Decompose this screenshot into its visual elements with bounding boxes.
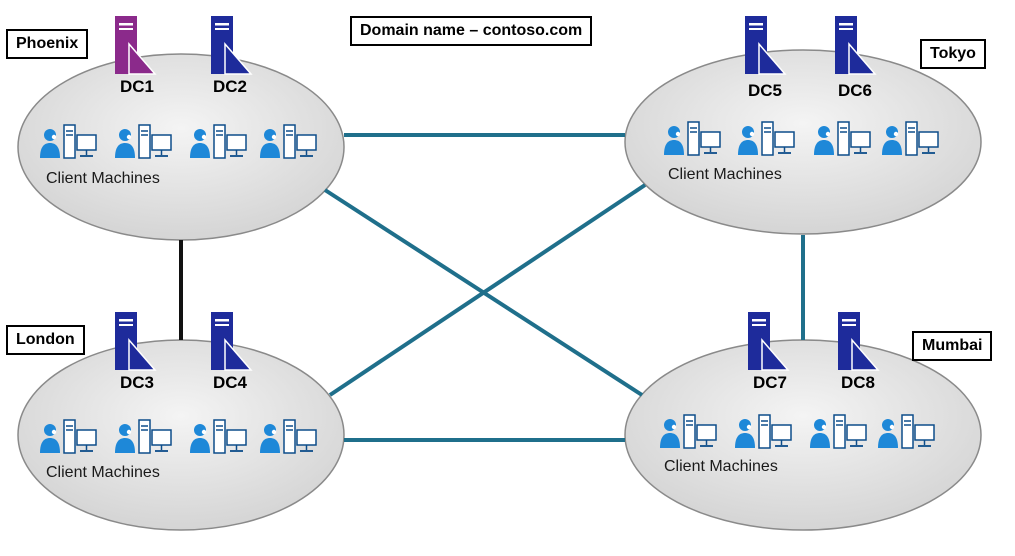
site-label-tokyo: Tokyo (920, 39, 986, 69)
client-workstation-icon (40, 124, 97, 159)
client-workstation-icon (660, 414, 717, 449)
server-icon (115, 16, 157, 75)
site-tokyo (624, 49, 982, 235)
server-icon (211, 16, 253, 75)
server-icon (211, 312, 253, 371)
server-icon (745, 16, 787, 75)
site-label-london: London (6, 325, 85, 355)
dc-label-dc6: DC6 (837, 81, 872, 100)
client-workstation-icon (878, 414, 935, 449)
client-workstation-icon (260, 419, 317, 454)
client-workstation-icon (810, 414, 867, 449)
dc-label-dc2: DC2 (212, 77, 247, 96)
client-machines-label-tokyo: Client Machines (668, 166, 782, 183)
client-workstation-icon (115, 419, 172, 454)
client-workstation-icon (882, 121, 939, 156)
dc-label-dc3: DC3 (119, 373, 154, 392)
client-machines-label-london: Client Machines (46, 464, 160, 481)
client-workstation-icon (664, 121, 721, 156)
server-icon (835, 16, 877, 75)
client-workstation-icon (190, 124, 247, 159)
client-machines-label-phoenix: Client Machines (46, 170, 160, 187)
domain-name-title: Domain name – contoso.com (350, 16, 593, 46)
dc-label-dc1: DC1 (119, 77, 154, 96)
client-workstation-icon (40, 419, 97, 454)
client-workstation-icon (115, 124, 172, 159)
dc-label-dc8: DC8 (840, 373, 875, 392)
client-workstation-icon (260, 124, 317, 159)
server-icon (838, 312, 880, 371)
dc-label-dc7: DC7 (752, 373, 787, 392)
dc-label-dc5: DC5 (747, 81, 782, 100)
dc-label-dc4: DC4 (212, 373, 247, 392)
link-london-tokyo (328, 183, 647, 397)
client-workstation-icon (190, 419, 247, 454)
client-workstation-icon (735, 414, 792, 449)
site-label-mumbai: Mumbai (912, 331, 993, 361)
site-label-phoenix: Phoenix (6, 29, 89, 59)
server-icon (115, 312, 157, 371)
server-icon (748, 312, 790, 371)
client-machines-label-mumbai: Client Machines (664, 458, 778, 475)
client-workstation-icon (738, 121, 795, 156)
client-workstation-icon (814, 121, 871, 156)
